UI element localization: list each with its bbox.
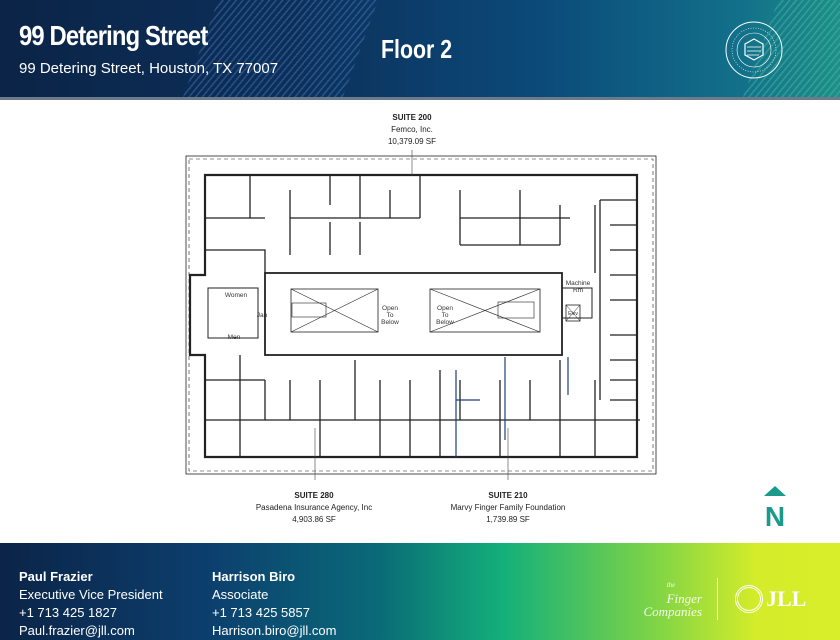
suite-number: SUITE 280 — [294, 491, 334, 500]
contact-email[interactable]: Harrison.biro@jll.com — [212, 623, 337, 638]
machine-room — [561, 287, 593, 319]
open-to-below-east — [429, 288, 541, 333]
room-walls — [205, 175, 640, 457]
jll-logo: JLL — [735, 585, 806, 613]
floor-title: Floor 2 — [381, 34, 453, 64]
elevator-label: Elev — [568, 311, 578, 317]
footer-banner: Paul Frazier Executive Vice President +1… — [0, 543, 840, 640]
logo-divider — [717, 578, 718, 620]
open-label: Open — [382, 305, 398, 312]
tenant-name: Femco, Inc. — [391, 125, 433, 134]
north-arrow-icon: N — [764, 486, 786, 528]
men-label: Men — [228, 334, 241, 341]
contact-phone[interactable]: +1 713 425 5857 — [212, 605, 310, 620]
below-label: Below — [436, 319, 454, 326]
suite-number: SUITE 200 — [392, 113, 432, 122]
north-label: N — [765, 501, 785, 528]
core-atrium — [264, 272, 563, 356]
contact-paul-frazier: Paul Frazier Executive Vice President +1… — [19, 568, 163, 640]
contact-name: Paul Frazier — [19, 569, 93, 584]
tenant-name: Marvy Finger Family Foundation — [450, 503, 566, 512]
contact-title: Executive Vice President — [19, 587, 163, 602]
jan-label: Jan — [257, 312, 268, 319]
elevator — [565, 304, 581, 322]
machine-room-label: Machine — [566, 280, 591, 287]
jll-text: JLL — [766, 586, 807, 611]
stair-west — [291, 302, 327, 318]
logo-text: Companies — [643, 604, 703, 619]
women-label: Women — [225, 292, 248, 299]
suite-area: 10,379.09 SF — [387, 137, 437, 146]
restrooms — [207, 287, 259, 339]
jll-rings-icon — [735, 585, 763, 613]
suite-210-boundary — [455, 357, 569, 457]
stevenson-seal-logo — [725, 21, 783, 79]
logo-text: the — [666, 581, 676, 589]
contact-email[interactable]: Paul.frazier@jll.com — [19, 623, 135, 638]
open-label: Open — [437, 305, 453, 312]
suite-area: 1,739.89 SF — [486, 515, 530, 524]
suite-210-label: SUITE 210 Marvy Finger Family Foundation… — [408, 490, 608, 526]
stair-east — [497, 301, 535, 319]
to-label: To — [442, 312, 449, 319]
site-boundary — [185, 155, 657, 475]
header-banner: 99 Detering Street 99 Detering Street, H… — [0, 0, 840, 98]
header-divider — [0, 97, 840, 100]
contact-phone[interactable]: +1 713 425 1827 — [19, 605, 117, 620]
property-title: 99 Detering Street — [19, 20, 208, 51]
building-outline — [188, 173, 639, 459]
below-label: Below — [381, 319, 399, 326]
contact-name: Harrison Biro — [212, 569, 296, 584]
tenant-name: Pasadena Insurance Agency, Inc — [255, 503, 373, 512]
contact-harrison-biro: Harrison Biro Associate +1 713 425 5857 … — [212, 568, 336, 640]
suite-number: SUITE 210 — [488, 491, 528, 500]
logo-text: Finger — [666, 591, 702, 606]
to-label: To — [387, 312, 394, 319]
machine-room-label-2: Rm — [573, 287, 583, 294]
property-address: 99 Detering Street, Houston, TX 77007 — [19, 60, 279, 77]
finger-companies-logo: the Finger Companies — [640, 579, 703, 619]
suite-area: 4,903.86 SF — [292, 515, 336, 524]
contact-title: Associate — [212, 587, 269, 602]
suite-200-label: SUITE 200 Femco, Inc. 10,379.09 SF — [312, 112, 512, 148]
suite-280-label: SUITE 280 Pasadena Insurance Agency, Inc… — [214, 490, 414, 526]
open-to-below-west — [290, 288, 379, 333]
leader-lines — [314, 150, 509, 480]
